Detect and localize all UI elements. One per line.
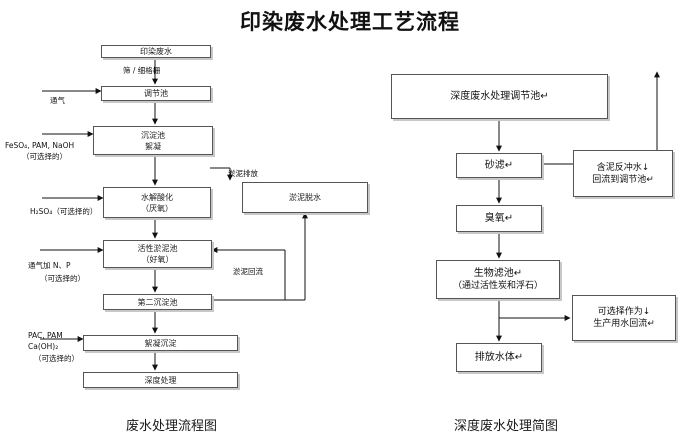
caption-left: 废水处理流程图 <box>126 419 218 434</box>
box-advanced-equalization: 深度废水处理调节池↵ <box>391 74 608 119</box>
label-optional3: （可选择的） <box>34 354 79 363</box>
box-ozone: 臭氧↵ <box>456 205 542 232</box>
box-biofilter-line2: （通过活性炭和浮石） <box>452 281 543 291</box>
box-advanced-equalization-label: 深度废水处理调节池↵ <box>450 91 549 102</box>
page-title: 印染废水处理工艺流程 <box>240 10 460 34</box>
box-activated-sludge-line1: 活性淤泥池 <box>137 244 178 253</box>
box-dye-wastewater: 印染废水 <box>101 45 211 58</box>
box-sludge-dewatering: 淤泥脱水 <box>242 182 368 213</box>
label-pac: PAC, PAM <box>28 331 63 340</box>
label-optional1: （可选择的） <box>22 152 67 161</box>
box-activated-sludge: 活性淤泥池 （好氧） <box>103 240 212 268</box>
box-sedimentation-line2: 絮凝 <box>145 141 161 151</box>
box-biofilter: 生物滤池↵ （通过活性炭和浮石） <box>436 260 560 299</box>
box-activated-sludge-line2: （好氧） <box>141 255 174 264</box>
box-backwash-water: 含泥反冲水↓ 回流到调节池↵ <box>573 150 673 197</box>
box-process-water-reuse: 可选择作为↓ 生产用水回流↵ <box>572 295 676 341</box>
box-discharge: 排放水体↵ <box>456 343 542 372</box>
box-sand-filter: 砂滤↵ <box>456 153 542 178</box>
box-backwash-line2: 回流到调节池↵ <box>592 174 654 185</box>
label-sludge-return: 淤泥回流 <box>233 267 263 276</box>
box-discharge-label: 排放水体↵ <box>474 352 524 363</box>
box-sand-filter-label: 砂滤↵ <box>484 160 514 171</box>
label-chem1: FeSO₄, PAM, NaOH <box>5 141 75 150</box>
box-equalization-tank: 调节池 <box>101 86 211 101</box>
label-aerate-np: 通气加 N、P <box>28 261 71 270</box>
label-optional2: （可选择的） <box>40 274 85 283</box>
box-flocculation-settling-label: 絮凝沉淀 <box>144 338 177 348</box>
label-caoh: Ca(OH)₂ <box>28 342 59 351</box>
label-aeration: 通气 <box>50 96 65 105</box>
box-reuse-line2: 生产用水回流↵ <box>593 319 655 329</box>
box-backwash-line1: 含泥反冲水↓ <box>596 162 650 173</box>
label-screen: 筛 / 细格栅 <box>123 66 161 75</box>
box-hydrolysis-line1: 水解酸化 <box>141 192 173 202</box>
caption-right: 深度废水处理简图 <box>454 419 559 434</box>
box-secondary-clarifier: 第二沉淀池 <box>103 294 212 310</box>
box-flocculation-settling: 絮凝沉淀 <box>83 335 238 351</box>
box-ozone-label: 臭氧↵ <box>484 213 514 224</box>
box-dye-wastewater-label: 印染废水 <box>140 47 172 56</box>
box-advanced-treatment: 深度处理 <box>83 372 238 388</box>
box-sedimentation-line1: 沉淀池 <box>141 130 165 140</box>
box-equalization-label: 调节池 <box>144 89 168 98</box>
box-sludge-dewatering-label: 淤泥脱水 <box>289 193 321 202</box>
box-biofilter-line1: 生物滤池↵ <box>473 268 523 279</box>
box-secondary-clarifier-label: 第二沉淀池 <box>137 297 178 307</box>
label-h2so4: H₂SO₄（可选择的） <box>30 207 98 216</box>
label-sludge-discharge: 淤泥排放 <box>228 169 258 178</box>
box-sedimentation: 沉淀池 絮凝 <box>93 126 213 155</box>
box-advanced-treatment-label: 深度处理 <box>144 375 177 385</box>
box-hydrolysis-line2: （厌氧） <box>141 203 173 213</box>
box-hydrolysis: 水解酸化 （厌氧） <box>103 187 211 218</box>
box-reuse-line1: 可选择作为↓ <box>597 307 651 317</box>
